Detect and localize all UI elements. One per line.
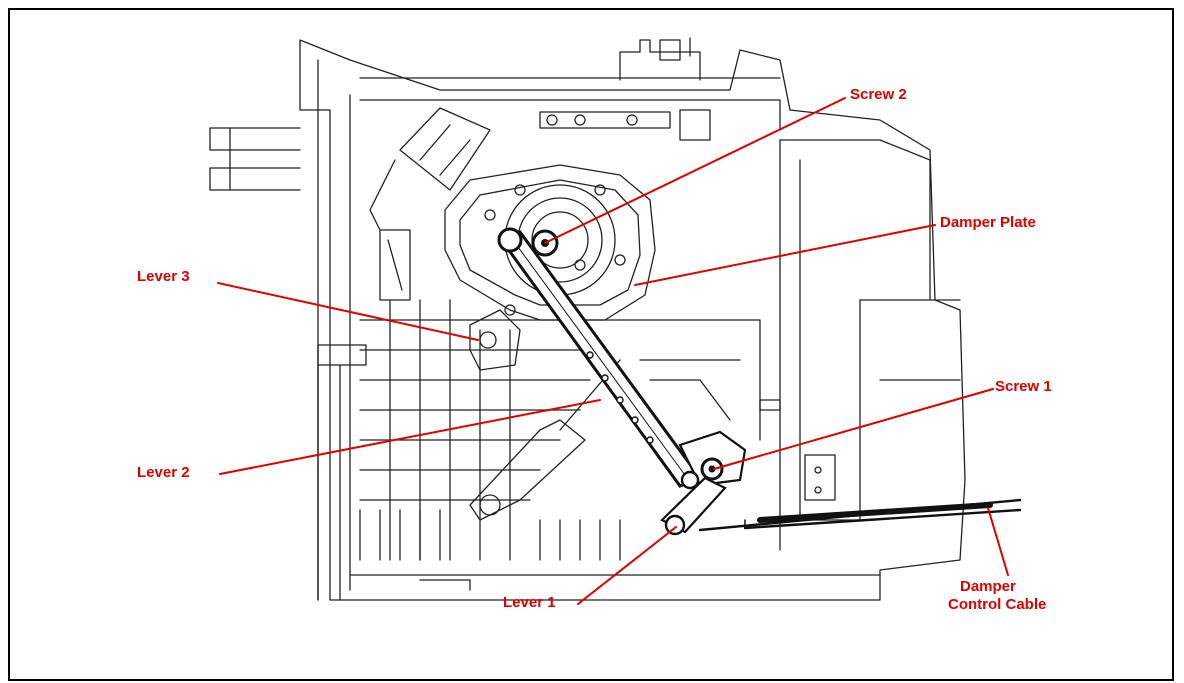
- damper-plate-label: Damper Plate: [940, 214, 1036, 231]
- lever-1-part: [660, 430, 747, 536]
- screw-1-label: Screw 1: [995, 378, 1052, 395]
- damper-control-cable-label-line2: Control Cable: [948, 596, 1047, 613]
- damper-control-cable-label: Damper Control Cable: [948, 578, 1046, 614]
- lever-2-label: Lever 2: [137, 464, 190, 481]
- lever-3-label: Lever 3: [137, 268, 190, 285]
- damper-control-cable: [698, 498, 1022, 532]
- callout-leader-lines: [217, 97, 1009, 605]
- lever-2-linkage: [497, 230, 703, 488]
- lever-1-label: Lever 1: [503, 594, 556, 611]
- screw-2-label: Screw 2: [850, 86, 907, 103]
- damper-control-cable-label-line1: Damper: [960, 578, 1016, 595]
- figure-frame: [8, 8, 1174, 681]
